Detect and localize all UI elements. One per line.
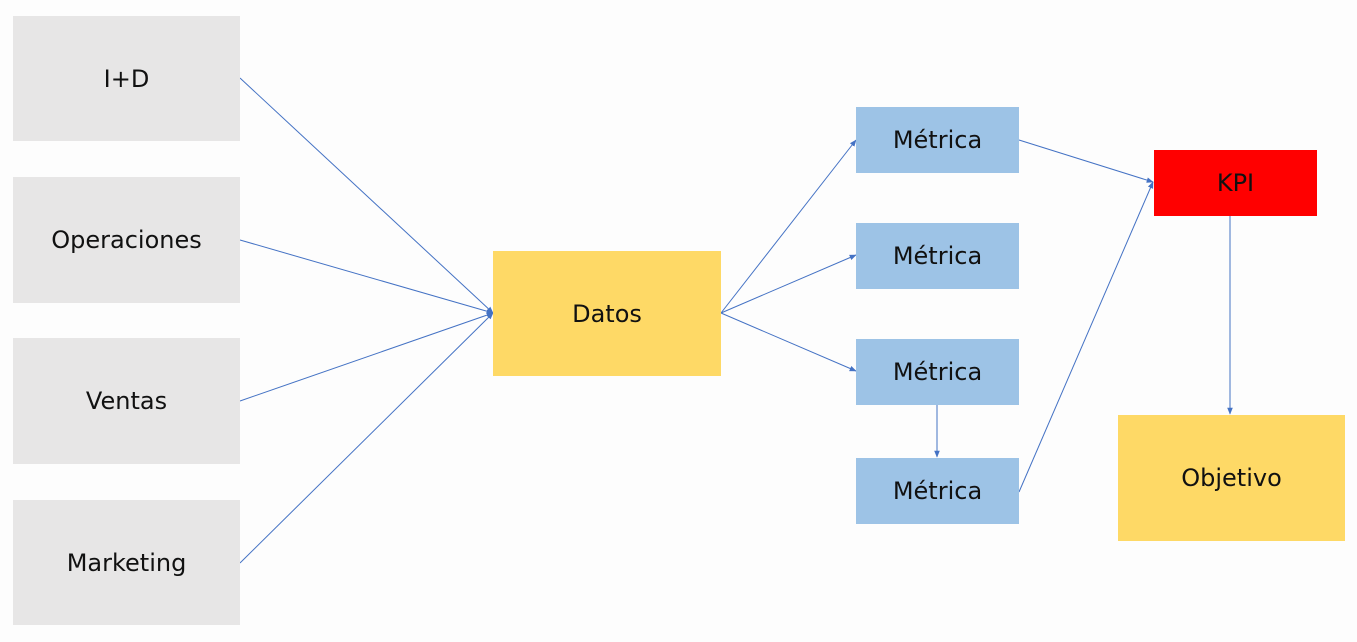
connector-operaciones-to-datos <box>239 239 494 314</box>
source-box-marketing: Marketing <box>13 500 240 625</box>
objetivo-label: Objetivo <box>1181 464 1282 492</box>
source-label-operaciones: Operaciones <box>51 226 202 254</box>
metric-label-3: Métrica <box>892 358 983 386</box>
connector-datos-to-metric-2 <box>720 254 857 314</box>
connector-metric-1-to-kpi <box>1018 139 1154 183</box>
source-label-ventas: Ventas <box>85 387 168 415</box>
datos-box: Datos <box>493 251 721 376</box>
metric-box-3: Métrica <box>856 339 1019 405</box>
connector-ventas-to-datos <box>239 312 494 402</box>
datos-label: Datos <box>572 299 642 328</box>
connector-marketing-to-datos <box>239 312 494 564</box>
metric-box-2: Métrica <box>856 223 1019 289</box>
source-box-operaciones: Operaciones <box>13 177 240 303</box>
connector-id-to-datos <box>239 77 494 314</box>
metric-box-4: Métrica <box>856 458 1019 524</box>
kpi-label: KPI <box>1216 169 1255 197</box>
kpi-box: KPI <box>1154 150 1317 216</box>
connector-datos-to-metric-1 <box>720 139 857 314</box>
connector-metric-4-to-kpi <box>1018 181 1154 493</box>
source-label-marketing: Marketing <box>66 548 187 577</box>
connector-datos-to-metric-3 <box>720 312 857 372</box>
source-label-id: I+D <box>103 64 150 93</box>
objetivo-box: Objetivo <box>1118 415 1345 541</box>
metric-label-2: Métrica <box>892 242 983 270</box>
source-box-ventas: Ventas <box>13 338 240 464</box>
metric-label-4: Métrica <box>892 477 983 505</box>
source-box-id: I+D <box>13 16 240 141</box>
metric-box-1: Métrica <box>856 107 1019 173</box>
metric-label-1: Métrica <box>892 126 983 154</box>
